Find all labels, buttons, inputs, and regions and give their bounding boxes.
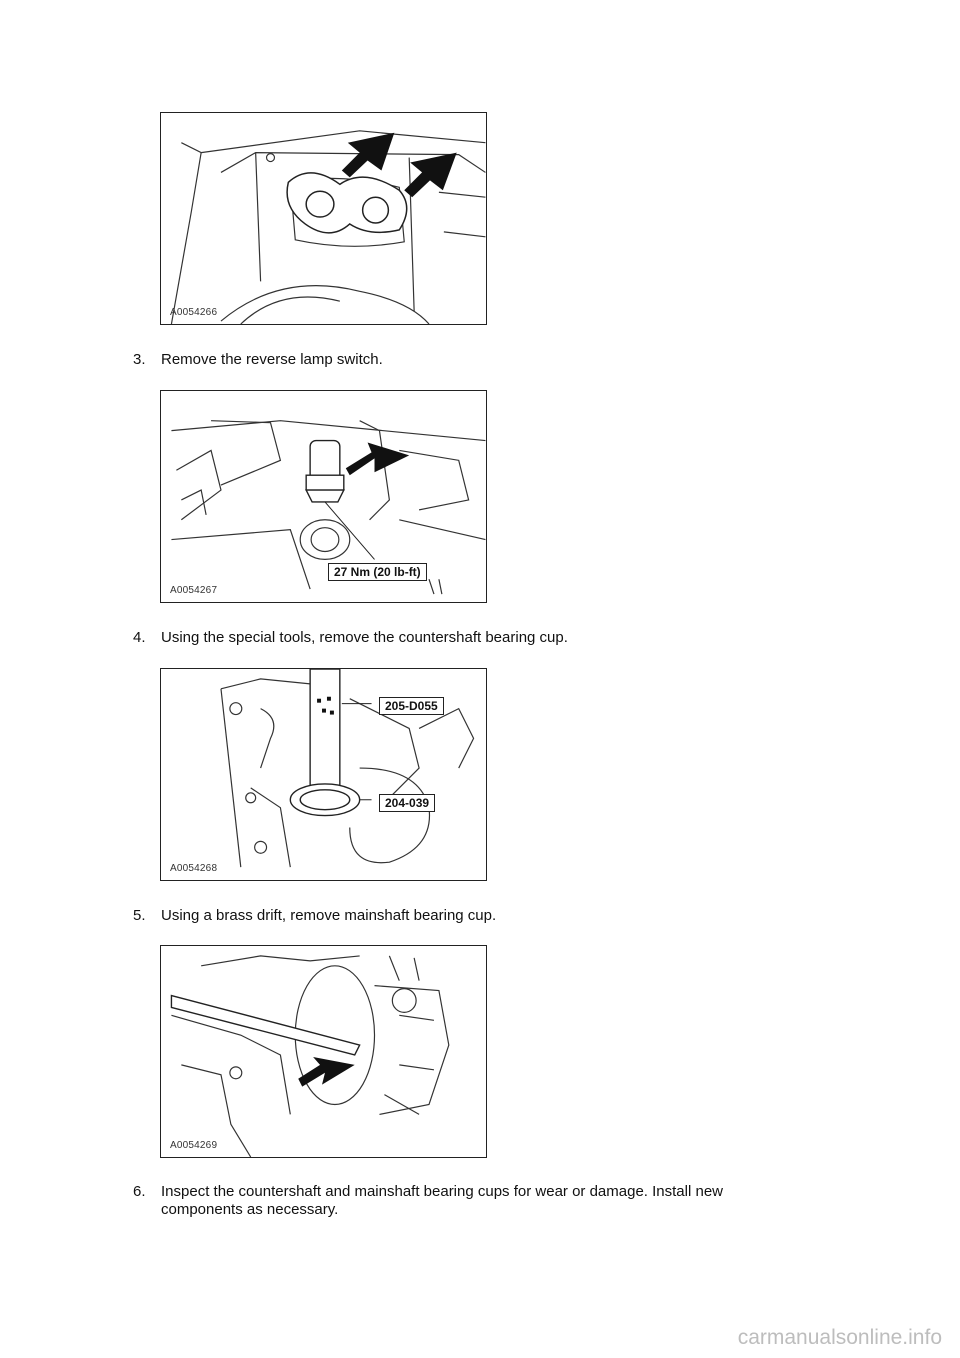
mainshaft-bearing-cup-illustration (170, 955, 450, 1157)
reverse-lamp-switch-illustration (171, 420, 486, 595)
bearing-retainer-illustration (170, 130, 486, 324)
step-text: Inspect the countershaft and mainshaft b… (161, 1183, 723, 1218)
torque-callout: 27 Nm (20 lb-ft) (328, 563, 427, 581)
watermark: carmanualsonline.info (737, 1326, 942, 1349)
tool-callout-205-d055: 205-D055 (379, 697, 444, 715)
step-text: Remove the reverse lamp switch. (161, 351, 383, 368)
step-number: 3. (133, 351, 146, 368)
figure-id: A0054266 (170, 307, 218, 318)
step-text: Using the special tools, remove the coun… (161, 629, 568, 646)
countershaft-bearing-cup-illustration (220, 669, 475, 868)
figure-id: A0054268 (170, 863, 218, 874)
figure-a0054268: 205-D055 204-039 A0054268 (160, 668, 487, 881)
figure-id: A0054267 (170, 585, 218, 596)
figure-a0054267: 27 Nm (20 lb-ft) A0054267 (160, 390, 487, 603)
step-number: 4. (133, 629, 146, 646)
figure-a0054269: A0054269 (160, 945, 487, 1158)
step-text: Using a brass drift, remove mainshaft be… (161, 907, 497, 924)
step-number: 5. (133, 907, 146, 924)
figure-id: A0054269 (170, 1140, 218, 1151)
step-number: 6. (133, 1183, 146, 1200)
figure-a0054266: A0054266 (160, 112, 487, 325)
tool-callout-204-039: 204-039 (379, 794, 436, 812)
